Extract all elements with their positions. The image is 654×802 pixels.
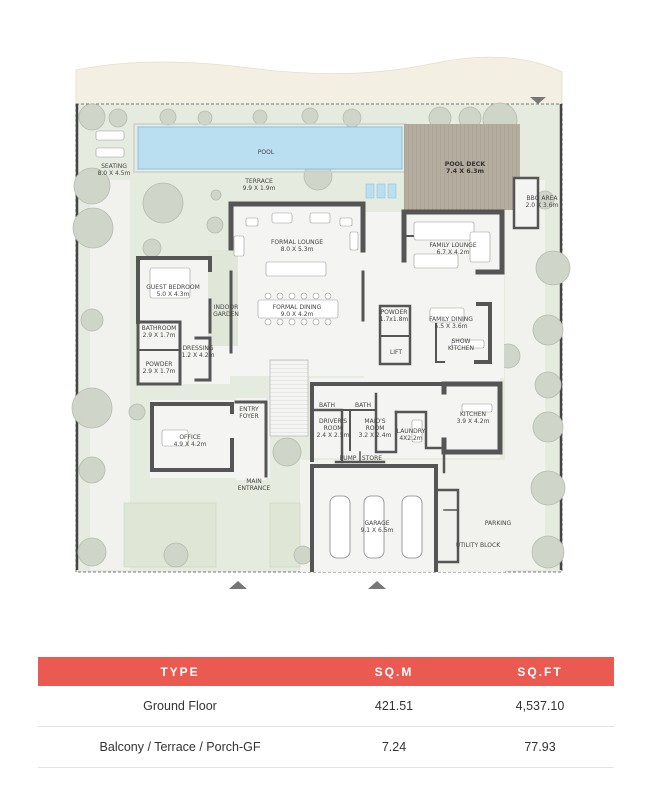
label-main-entrance-2: ENTRANCE — [238, 485, 271, 492]
label-powder-1-name: POWDER — [381, 309, 408, 316]
label-powder-2-name: POWDER — [146, 361, 173, 368]
table-row: Balcony / Terrace / Porch-GF 7.24 77.93 — [38, 726, 614, 768]
label-pool-deck-size: 7.4 X 6.3m — [446, 168, 485, 175]
label-show-kitchen-1: SHOW — [452, 338, 471, 345]
label-terrace-name: TERRACE — [244, 178, 273, 185]
label-pool-deck-name: POOL DECK — [445, 161, 487, 168]
label-parking: PARKING — [485, 520, 512, 527]
floor-plan: SEATING 8.0 X 4.5m POOL POOL DECK 7.4 X … — [71, 56, 571, 589]
label-kitchen-size: 3.9 X 4.2m — [457, 418, 490, 425]
label-indoor-garden-1: INDOOR — [214, 304, 239, 311]
row-type: Balcony / Terrace / Porch-GF — [38, 726, 322, 768]
label-powder-2-size: 2.9 X 1.7m — [143, 368, 176, 375]
label-utility-block: UTILITY BLOCK — [456, 542, 501, 549]
main-stairs — [269, 359, 309, 437]
label-laundry-size: 4X2.2m — [399, 435, 422, 442]
label-garage-size: 9.1 X 6.5m — [361, 527, 394, 534]
pool — [137, 126, 403, 170]
header-sqft: SQ.FT — [466, 657, 614, 686]
label-dressing-name: DRESSING — [182, 345, 213, 352]
row-sqm: 421.51 — [322, 686, 466, 727]
label-dressing-size: 1.2 X 4.2m — [182, 352, 215, 359]
label-guest-bedroom-size: 5.0 X 4.3m — [157, 291, 190, 298]
seating-loungers — [95, 130, 125, 158]
row-sqft: 77.93 — [466, 726, 614, 768]
label-formal-lounge-size: 8.0 X 5.3m — [281, 246, 314, 253]
beach-strip — [75, 56, 563, 105]
row-sqm: 7.24 — [322, 726, 466, 768]
label-show-kitchen-2: KITCHEN — [448, 345, 474, 352]
label-pool: POOL — [258, 149, 275, 156]
pool-deck — [404, 124, 520, 210]
label-family-dining-name: FAMILY DINING — [429, 316, 473, 323]
bbq-area — [512, 176, 540, 230]
table-row: Ground Floor 421.51 4,537.10 — [38, 686, 614, 727]
label-office-name: OFFICE — [179, 434, 201, 441]
label-maids-room-1: MAID'S — [364, 418, 385, 425]
garage-cars — [329, 495, 423, 559]
label-pump: PUMP — [340, 455, 357, 462]
label-bath-1: BATH — [319, 402, 335, 409]
row-type: Ground Floor — [38, 686, 322, 727]
label-maids-room-2: ROOM — [366, 425, 385, 432]
label-entry-foyer-1: ENTRY — [239, 406, 259, 413]
furniture — [149, 212, 493, 447]
label-laundry-name: LAUNDRY — [397, 428, 426, 435]
entrance-arrow-icons — [229, 97, 546, 589]
label-bbq-size: 2.0 X 3.6m — [526, 202, 559, 209]
label-formal-dining-size: 9.0 X 4.2m — [281, 311, 314, 318]
label-garage-name: GARAGE — [364, 520, 389, 527]
header-sqm: SQ.M — [322, 657, 466, 686]
label-bathroom-size: 2.9 X 1.7m — [143, 332, 176, 339]
label-family-dining-size: 5.5 X 3.6m — [435, 323, 468, 330]
header-type: TYPE — [38, 657, 322, 686]
label-formal-lounge-name: FORMAL LOUNGE — [271, 239, 323, 246]
landscape-trees — [71, 102, 571, 569]
label-drivers-room-2: ROOM — [324, 425, 343, 432]
label-drivers-room-1: DRIVER'S — [319, 418, 347, 425]
label-family-lounge-name: FAMILY LOUNGE — [429, 242, 476, 249]
label-lift: LIFT — [390, 349, 402, 356]
beach-access-arrow-icon — [530, 97, 546, 104]
label-powder-1-size: 1.7x1.8m — [380, 316, 409, 323]
walls — [136, 201, 505, 572]
area-table-header: TYPE SQ.M SQ.FT — [38, 657, 614, 686]
label-guest-bedroom-name: GUEST BEDROOM — [146, 284, 200, 291]
label-bbq-name: BBQ AREA — [526, 195, 558, 202]
label-kitchen-name: KITCHEN — [460, 411, 486, 418]
side-path-right — [505, 180, 545, 570]
row-sqft: 4,537.10 — [466, 686, 614, 727]
main-entrance-arrow-icon — [229, 581, 247, 589]
area-table: TYPE SQ.M SQ.FT Ground Floor 421.51 4,53… — [38, 657, 614, 768]
label-formal-dining-name: FORMAL DINING — [273, 304, 322, 311]
garage-entrance-arrow-icon — [368, 581, 386, 589]
room-labels: SEATING 8.0 X 4.5m POOL POOL DECK 7.4 X … — [98, 149, 559, 549]
label-seating-name: SEATING — [101, 163, 127, 170]
label-main-entrance-1: MAIN — [246, 478, 262, 485]
label-entry-foyer-2: FOYER — [239, 413, 258, 420]
label-office-size: 4.9 X 4.2m — [174, 441, 207, 448]
label-maids-room-size: 3.2 X 2.4m — [359, 432, 392, 439]
label-bath-2: BATH — [355, 402, 371, 409]
label-indoor-garden-2: GARDEN — [213, 311, 239, 318]
label-bathroom-name: BATHROOM — [142, 325, 177, 332]
pool-steps — [365, 183, 397, 199]
label-terrace-size: 9.9 X 1.9m — [243, 185, 276, 192]
label-drivers-room-size: 2.4 X 2.5m — [317, 432, 350, 439]
label-seating-size: 8.0 X 4.5m — [98, 170, 131, 177]
label-family-lounge-size: 6.7 X 4.2m — [437, 249, 470, 256]
indoor-garden — [208, 250, 238, 346]
label-store: STORE — [362, 455, 382, 462]
